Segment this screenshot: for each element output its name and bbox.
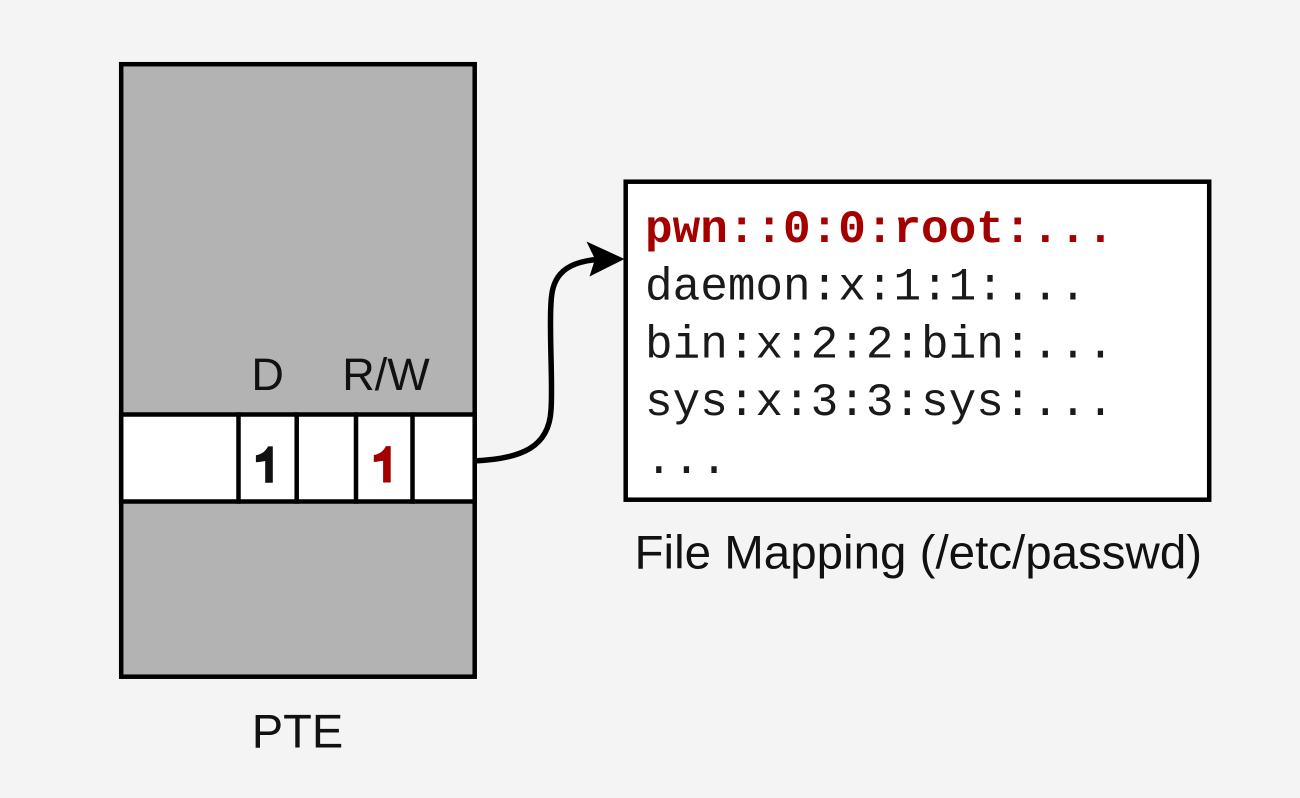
svg-text:PTE: PTE [252, 705, 343, 758]
svg-text:bin:x:2:2:bin:...: bin:x:2:2:bin:... [645, 319, 1114, 371]
svg-text:...: ... [645, 435, 728, 487]
svg-text:pwn::0:0:root:...: pwn::0:0:root:... [645, 204, 1114, 256]
svg-text:R/W: R/W [342, 349, 430, 400]
svg-text:daemon:x:1:1:...: daemon:x:1:1:... [645, 262, 1087, 314]
svg-text:D: D [251, 349, 284, 400]
svg-text:sys:x:3:3:sys:...: sys:x:3:3:sys:... [645, 377, 1114, 429]
svg-text:File Mapping (/etc/passwd): File Mapping (/etc/passwd) [635, 527, 1203, 580]
